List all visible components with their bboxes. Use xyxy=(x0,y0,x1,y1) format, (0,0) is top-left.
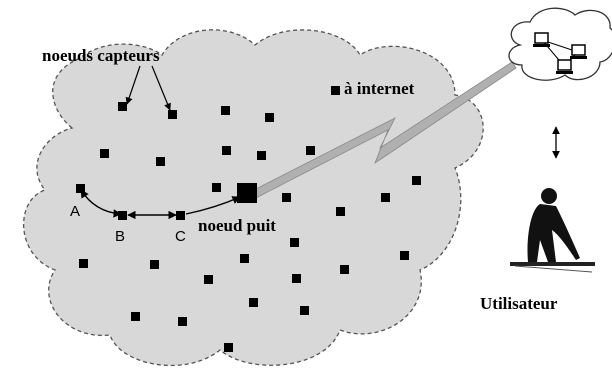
sensor-node xyxy=(265,113,274,122)
sensor-node xyxy=(156,157,165,166)
person-at-desk-icon xyxy=(510,188,595,273)
label-pointer-arrow xyxy=(125,65,141,105)
network-cloud xyxy=(508,7,612,81)
sensor-node xyxy=(150,260,159,269)
sensor-nodes-label: noeuds capteurs xyxy=(42,46,160,65)
sensor-node xyxy=(131,312,140,321)
sensor-node xyxy=(79,259,88,268)
sensor-node xyxy=(176,211,185,220)
sensor-node xyxy=(290,238,299,247)
internet-link-bolt xyxy=(247,61,517,201)
sensor-node xyxy=(212,183,221,192)
sink-node xyxy=(237,183,257,203)
hop-arrow-c-sink xyxy=(185,196,241,215)
sensor-node xyxy=(224,343,233,352)
sensor-node xyxy=(336,207,345,216)
sensor-node xyxy=(249,298,258,307)
sensor-node xyxy=(100,149,109,158)
sensor-node xyxy=(340,265,349,274)
user-label: Utilisateur xyxy=(480,294,558,313)
computer-network-icon xyxy=(533,32,587,74)
sensor-node xyxy=(300,306,309,315)
computer-icon xyxy=(533,32,550,47)
internet-label: à internet xyxy=(344,79,415,98)
sensor-node xyxy=(222,146,231,155)
sensor-node xyxy=(204,275,213,284)
sensor-node xyxy=(221,106,230,115)
node-b-label: B xyxy=(115,228,125,245)
sensor-node xyxy=(118,211,127,220)
sensor-node xyxy=(400,251,409,260)
sensor-node xyxy=(412,176,421,185)
hop-arrow-a-b xyxy=(80,189,122,218)
node-c-label: C xyxy=(175,228,186,245)
sensor-nodes xyxy=(76,86,421,352)
sensor-node xyxy=(118,102,127,111)
sensor-node xyxy=(282,193,291,202)
sensor-node xyxy=(257,151,266,160)
sensor-node xyxy=(240,254,249,263)
label-pointer-arrow xyxy=(151,65,171,111)
sink-node-label: noeud puit xyxy=(198,216,276,235)
sensor-node xyxy=(306,146,315,155)
sensor-node xyxy=(331,86,340,95)
computer-icon xyxy=(556,59,573,74)
node-a-label: A xyxy=(70,203,80,220)
sensor-node xyxy=(76,184,85,193)
sensor-node xyxy=(381,193,390,202)
sensor-node xyxy=(168,110,177,119)
sensor-node xyxy=(292,274,301,283)
sensor-node xyxy=(178,317,187,326)
computer-icon xyxy=(570,44,587,59)
